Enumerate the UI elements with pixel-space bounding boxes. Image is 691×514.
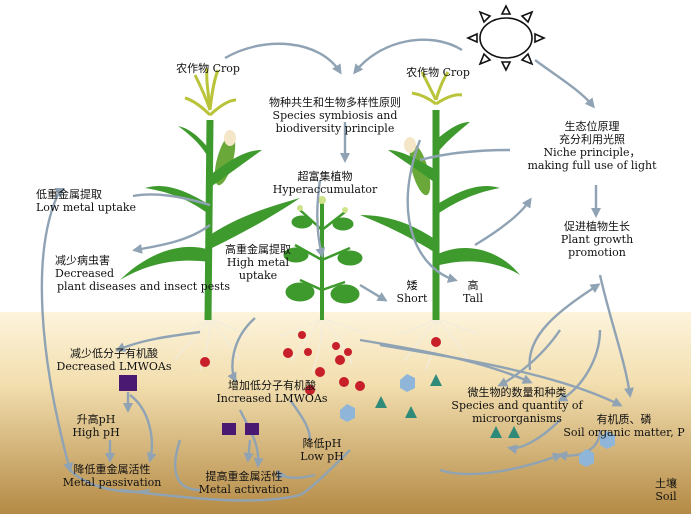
left-corn-plant bbox=[120, 67, 300, 321]
species-principle-label: 物种共生和生物多样性原则 Species symbiosis and biodi… bbox=[269, 96, 401, 135]
low-ph-label: 降低pH Low pH bbox=[300, 437, 344, 463]
arrows bbox=[40, 38, 634, 502]
metal-passivation-label: 降低重金属活性 Metal passivation bbox=[62, 463, 162, 489]
crop-right-label: 农作物 Crop bbox=[406, 66, 470, 79]
hyperaccumulator-plant bbox=[283, 196, 363, 320]
organic-matter-label: 有机质、磷 Soil organic matter, P bbox=[563, 413, 685, 439]
roots bbox=[167, 317, 479, 373]
hyperaccumulator-label: 超富集植物 Hyperaccumulator bbox=[272, 170, 378, 196]
decreased-pests-label: 减少病虫害 Decreased plant diseases and insec… bbox=[55, 254, 230, 293]
high-uptake-label: 高重金属提取 High metal uptake bbox=[225, 243, 291, 282]
high-ph-label: 升高pH High pH bbox=[72, 413, 120, 439]
lmwoa-squares bbox=[119, 375, 259, 435]
metal-activation-label: 提高重金属活性 Metal activation bbox=[198, 470, 290, 496]
decreased-lmwoas-label: 减少低分子有机酸 Decreased LMWOAs bbox=[56, 347, 172, 373]
microorganism-hexagons bbox=[340, 374, 615, 467]
metal-particles bbox=[200, 331, 441, 395]
tall-label: 高 Tall bbox=[462, 279, 484, 305]
niche-principle-label: 生态位原理 充分利用光照 Niche principle， making ful… bbox=[527, 120, 657, 172]
plant-growth-label: 促进植物生长 Plant growth promotion bbox=[560, 220, 634, 259]
crop-left-label: 农作物 Crop bbox=[176, 62, 240, 75]
soil-label: 土壤 Soil bbox=[655, 477, 677, 503]
right-corn-plant bbox=[360, 71, 520, 320]
short-label: 矮 Short bbox=[396, 279, 428, 305]
sun-icon bbox=[466, 4, 546, 72]
microorganisms-label: 微生物的数量和种类 Species and quantity of microo… bbox=[451, 386, 583, 425]
increased-lmwoas-label: 增加低分子有机酸 Increased LMWOAs bbox=[216, 379, 328, 405]
low-uptake-label: 低重金属提取 Low metal uptake bbox=[36, 188, 137, 214]
microorganism-triangles bbox=[375, 374, 520, 438]
